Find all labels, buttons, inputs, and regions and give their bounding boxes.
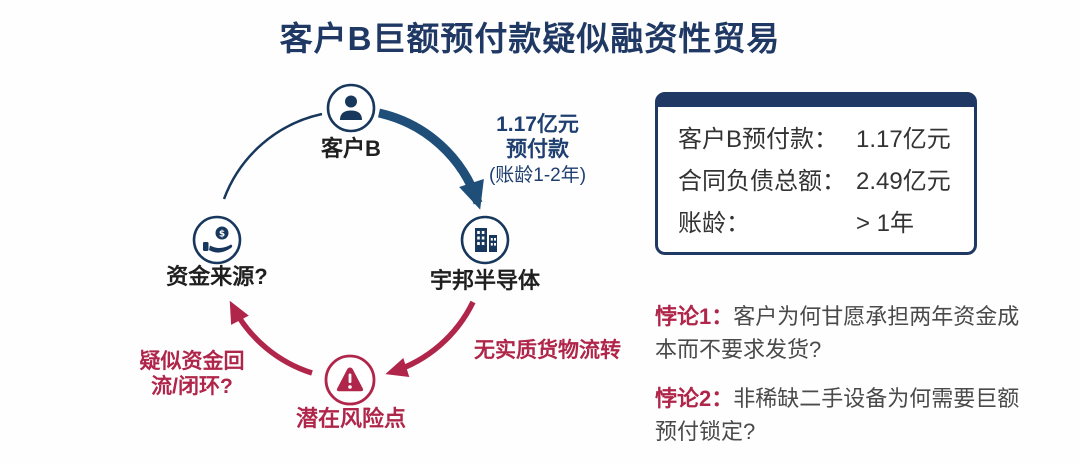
summary-value: 2.49亿元 xyxy=(856,167,951,195)
edge-label-prepayment: 1.17亿元 预付款 (账龄1-2年) xyxy=(455,113,620,187)
label-funds: 资金来源? xyxy=(166,264,268,289)
summary-label: 账龄： xyxy=(678,210,750,238)
paradox-1-text: 客户为何甘愿承担两年资金成本而不要求发货? xyxy=(655,304,1020,362)
summary-label: 客户B预付款： xyxy=(678,125,839,153)
node-company xyxy=(460,215,510,265)
money-hand-icon: $ xyxy=(203,226,233,253)
warning-triangle-icon xyxy=(336,367,364,392)
flow-diagram: $ xyxy=(192,83,510,406)
label-customer: 客户B xyxy=(321,136,381,161)
paradox-2-label: 悖论2： xyxy=(655,386,734,411)
summary-box: 客户B预付款： 1.17亿元 合同负债总额： 2.49亿元 账龄： > 1年 xyxy=(655,92,977,255)
label-risk: 潜在风险点 xyxy=(295,406,406,431)
edge-label-backflow: 疑似资金回 流/闭环? xyxy=(139,350,245,398)
arrow-no-goods xyxy=(385,300,476,378)
paradox-notes: 悖论1：客户为何甘愿承担两年资金成本而不要求发货? 悖论2：非稀缺二手设备为何需… xyxy=(655,300,1027,464)
summary-label: 合同负债总额： xyxy=(678,167,846,195)
summary-row-contract-liability: 合同负债总额： 2.49亿元 xyxy=(678,161,960,196)
node-risk xyxy=(324,354,376,406)
arrow-backflow xyxy=(229,300,313,376)
label-company: 宇邦半导体 xyxy=(429,268,540,293)
arrow-prepayment xyxy=(378,108,484,210)
summary-value: 1.17亿元 xyxy=(856,125,951,153)
paradox-2-text: 非稀缺二手设备为何需要巨额预付锁定? xyxy=(655,386,1020,444)
paradox-1: 悖论1：客户为何甘愿承担两年资金成本而不要求发货? xyxy=(655,300,1027,366)
summary-value: > 1年 xyxy=(856,210,915,238)
node-funds: $ xyxy=(192,215,242,265)
edge-label-no-goods: 无实质货物流转 xyxy=(474,339,621,362)
summary-row-prepayment: 客户B预付款： 1.17亿元 xyxy=(678,119,960,154)
node-customer xyxy=(326,83,376,133)
page-title: 客户B巨额预付款疑似融资性贸易 xyxy=(279,20,781,57)
svg-text:$: $ xyxy=(219,230,225,240)
prepayment-amount: 1.17亿元 预付款 xyxy=(496,113,579,161)
summary-rows: 客户B预付款： 1.17亿元 合同负债总额： 2.49亿元 账龄： > 1年 xyxy=(658,107,974,252)
building-icon xyxy=(475,228,497,252)
person-icon xyxy=(340,95,362,120)
arc-funds-to-customer xyxy=(222,112,323,200)
slide: 客户B巨额预付款疑似融资性贸易 xyxy=(139,20,1020,444)
paradox-1-label: 悖论1： xyxy=(655,304,734,329)
prepayment-aging-note: (账龄1-2年) xyxy=(488,164,587,186)
summary-box-header-bar xyxy=(658,95,974,107)
paradox-2: 悖论2：非稀缺二手设备为何需要巨额预付锁定? xyxy=(655,382,1027,448)
summary-row-aging: 账龄： > 1年 xyxy=(678,203,960,238)
